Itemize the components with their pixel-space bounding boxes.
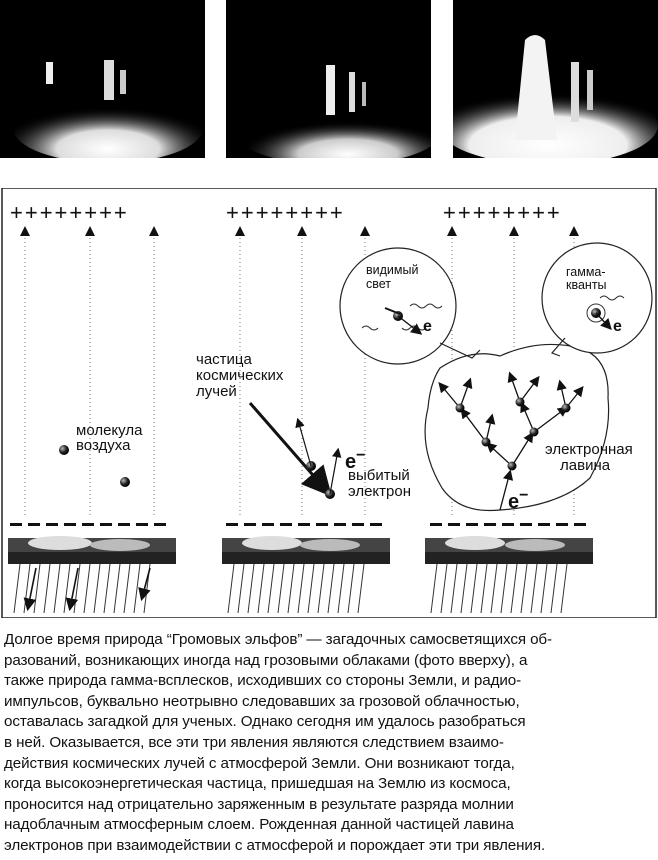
avalanche-electrons (455, 397, 571, 471)
visible-light-line-1: видимый (366, 263, 418, 277)
charge-arrows-1 (20, 226, 159, 236)
electron-avalanche-tree (438, 371, 584, 511)
positive-charges-3: ++++++++ (443, 200, 562, 225)
panel-1: ++++++++ молекула воздуха (8, 200, 176, 614)
photo-2 (226, 0, 431, 158)
avalanche-label-line-2: лавина (560, 457, 611, 474)
cosmic-ray-arrow (248, 402, 332, 497)
avalanche-region (424, 343, 610, 512)
gamma-magnifier (541, 242, 653, 354)
field-lines-2 (239, 238, 366, 518)
positive-charges-2: ++++++++ (226, 200, 345, 225)
particle-label-line-3: лучей (196, 383, 237, 400)
particle-label-line-1: частица (196, 351, 252, 368)
caption-line: импульсов, буквально неотрывно следовавш… (4, 692, 520, 710)
electron-symbol: e− (345, 447, 365, 473)
caption-line: когда высокоэнергетическая частица, приш… (4, 775, 511, 793)
particle-label-line-2: космических (196, 367, 284, 384)
field-lines-1 (24, 238, 155, 518)
negative-layer-2 (226, 523, 382, 526)
thundercloud-2 (222, 536, 390, 614)
caption-line: действия космических лучей с атмосферой … (4, 754, 515, 772)
visible-light-line-2: свет (366, 277, 391, 291)
panel-2: ++++++++ частица космических лучей e− (196, 200, 411, 614)
caption-line: в ней. Оказывается, все эти три явления … (4, 733, 504, 751)
caption-text: Долгое время природа “Громовых эльфов” —… (4, 630, 654, 857)
avalanche-electron-symbol: e− (508, 487, 528, 513)
knocked-label-line-2: электрон (348, 483, 411, 500)
photo-1 (0, 0, 205, 158)
photo-3 (453, 0, 658, 158)
negative-layer-3 (430, 523, 586, 526)
caption-line: разований, возникающих иногда над грозов… (4, 651, 528, 669)
sprite-glow-image-1 (13, 60, 203, 158)
caption-line: электронов при взаимодействии с атмосфер… (4, 836, 546, 854)
thunder-elves-diagram: ++++++++ молекула воздуха (0, 187, 658, 619)
charge-arrows-2 (235, 226, 370, 236)
avalanche-label-line-1: электронная (545, 441, 633, 458)
caption-line: Долгое время природа “Громовых эльфов” —… (4, 631, 552, 648)
knocked-label-line-1: выбитый (348, 467, 410, 484)
positive-charges-1: ++++++++ (10, 200, 129, 225)
sprite-glow-image-3 (453, 35, 658, 158)
scatter-arrow (295, 417, 312, 467)
electron-small-1: e (423, 318, 432, 335)
sprite-glow-image-2 (238, 65, 431, 158)
electron-arrow (329, 447, 342, 495)
visible-light-magnifier (339, 247, 457, 365)
air-molecule-1 (59, 445, 69, 455)
gamma-line-1: гамма- (566, 265, 606, 279)
gamma-line-2: кванты (566, 278, 607, 292)
caption-line: проносится над отрицательно заряженным в… (4, 795, 514, 813)
negative-layer-1 (10, 523, 166, 526)
air-molecule-2 (120, 477, 130, 487)
thundercloud-1 (8, 536, 176, 614)
electron-small-2: e (613, 318, 622, 335)
molecule-label-line-2: воздуха (76, 437, 131, 454)
caption-line: также природа гамма-всплесков, исходивши… (4, 672, 522, 690)
charge-arrows-3 (447, 226, 579, 236)
molecule-label-line-1: молекула (76, 422, 143, 439)
caption-line: оставалась загадкой для ученых. Однако с… (4, 713, 526, 731)
thundercloud-3 (425, 536, 593, 614)
panel-3: ++++++++ видимый свет гамма- кванты (339, 200, 653, 614)
caption-line: надоблачным атмосферным слоем. Рожденная… (4, 816, 514, 834)
